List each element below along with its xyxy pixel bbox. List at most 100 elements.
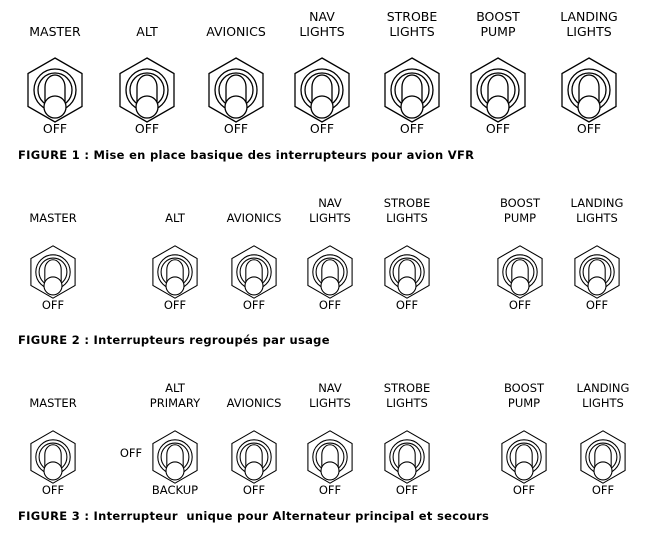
switch-label-line: ALT [136,24,158,39]
lever [321,444,339,471]
lever [136,74,158,107]
toggle-switch-icon[interactable] [580,430,626,484]
lever [44,259,62,286]
toggle-switch-icon[interactable] [30,245,76,299]
toggle-switch-icon[interactable] [307,430,353,484]
switch-label-line: STROBE [383,196,431,210]
lever [515,444,533,471]
toggle-switch-icon[interactable] [119,57,175,123]
toggle-switch-icon[interactable] [307,245,353,299]
switch-label-line: ALT [165,211,185,225]
lever-ball [320,461,340,481]
figure-caption: FIGURE 2 : Interrupteurs regroupés par u… [18,333,330,347]
switch-label-line: LANDING [570,196,624,210]
toggle-switch-icon[interactable] [27,57,83,123]
hex-nut [561,57,617,123]
toggle-switch-icon[interactable] [561,57,617,123]
toggle-switch-icon[interactable] [384,57,440,123]
lever-ball [320,276,340,296]
switch-label-line: STROBE [383,381,431,395]
lever-ball [43,461,63,481]
switch-label-line: PRIMARY [149,396,201,410]
toggle-switch-icon[interactable] [501,430,547,484]
lever [245,444,263,471]
switch-label-line: LIGHTS [582,396,624,410]
switch-label-line: STROBE [386,9,438,24]
switch-off-label: OFF [576,121,602,136]
toggle-switch-icon[interactable] [231,245,277,299]
lever [44,74,66,107]
toggle-switch-icon[interactable] [231,430,277,484]
switch-label-line: LIGHTS [576,211,618,225]
switch-label-line: MASTER [29,396,77,410]
switch-label-line: ALT [165,381,185,395]
hex-nut [294,57,350,123]
toggle-switch-icon[interactable] [152,245,198,299]
toggle-switch-icon[interactable] [384,430,430,484]
hex-nut [580,430,626,484]
switch-label-line: PUMP [507,396,541,410]
lever [44,444,62,471]
switch-label: MASTER [29,396,76,411]
switch-off-label: OFF [591,483,615,497]
switch-label-line: PUMP [503,211,537,225]
switch-label: ALT [136,24,157,39]
switch-label-line: NAV [309,9,335,24]
toggle-switch-icon[interactable] [574,245,620,299]
toggle-switch-icon[interactable] [384,245,430,299]
toggle-switch-icon[interactable] [294,57,350,123]
toggle-switch-icon[interactable] [152,430,198,484]
lever-ball [135,95,159,119]
lever [225,74,247,107]
hex-nut [307,245,353,299]
hex-nut [384,57,440,123]
hex-nut [470,57,526,123]
switch-label-line: BOOST [476,9,520,24]
switch-label: AVIONICS [227,211,282,226]
switch-off-label: BACKUP [151,483,199,497]
switch-off-label: OFF [41,483,65,497]
switch-label-line: NAV [318,381,342,395]
hex-nut [152,430,198,484]
switch-off-label: OFF [41,298,65,312]
hex-nut [152,245,198,299]
hex-nut [384,430,430,484]
switch-label-line: PUMP [480,24,516,39]
lever [398,444,416,471]
lever-ball [510,276,530,296]
hex-nut [501,430,547,484]
lever-ball [577,95,601,119]
lever-ball [397,461,417,481]
switch-label: MASTER [29,24,81,39]
toggle-switch-icon[interactable] [497,245,543,299]
switch-label: AVIONICS [206,24,266,39]
lever [487,74,509,107]
lever [588,259,606,286]
toggle-switch-icon[interactable] [208,57,264,123]
toggle-switch-icon[interactable] [470,57,526,123]
switch-label: AVIONICS [227,396,282,411]
switch-label-line: AVIONICS [226,396,282,410]
hex-nut [384,245,430,299]
switch-off-label: OFF [318,483,342,497]
switch-off-label: OFF [163,298,187,312]
lever-ball [514,461,534,481]
lever-ball [165,461,185,481]
lever [321,259,339,286]
switch-off-label: OFF [223,121,249,136]
hex-nut [307,430,353,484]
lever [311,74,333,107]
hex-nut [231,430,277,484]
toggle-switch-icon[interactable] [30,430,76,484]
switch-label-line: LANDING [560,9,618,24]
switch-off-label: OFF [485,121,511,136]
hex-nut [119,57,175,123]
